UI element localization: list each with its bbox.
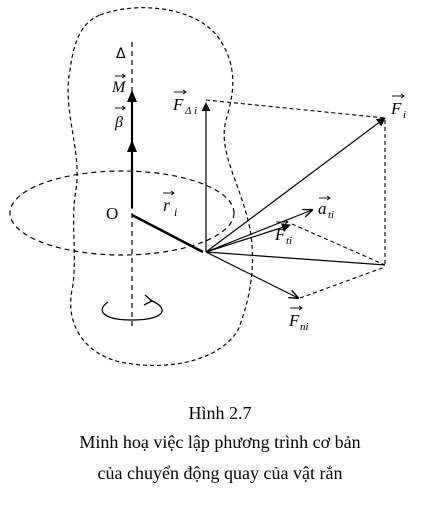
caption-line-1: Minh hoạ việc lập phương trình cơ bản xyxy=(79,432,361,452)
M-arrowhead-icon xyxy=(127,90,137,102)
M-label: M xyxy=(111,79,127,96)
F-normal-subscript: ni xyxy=(300,321,309,333)
rigid-body-rotation-diagram: Δ M β O r i F Δ i F i a ti F ti F ni xyxy=(9,7,406,367)
origin-label: O xyxy=(106,204,118,223)
a-tangential-vector xyxy=(205,210,312,253)
caption-line-2: của chuyển động quay của vật rắn xyxy=(97,463,343,483)
F-plane-projection xyxy=(205,251,386,266)
F-tangential-subscript: ti xyxy=(286,235,292,247)
beta-arrowhead-icon xyxy=(127,140,137,152)
F-tangential-vector xyxy=(205,223,291,253)
F-tangential-label: F xyxy=(274,225,286,244)
rotation-sense-icon xyxy=(101,299,163,321)
F-label: F xyxy=(390,99,402,118)
F-delta-label: F xyxy=(172,95,184,114)
figure-number: Hình 2.7 xyxy=(188,403,252,423)
F-normal-vector xyxy=(205,251,298,298)
dashed-top-edge xyxy=(205,99,386,119)
a-label: a xyxy=(318,199,327,218)
a-subscript: ti xyxy=(328,209,334,221)
beta-label: β xyxy=(114,114,123,131)
rigid-body-outline xyxy=(67,7,254,367)
rotation-circle xyxy=(9,170,235,256)
F-vector xyxy=(205,117,386,253)
dashed-tangential-edge xyxy=(291,223,386,266)
r-subscript: i xyxy=(174,205,177,219)
delta-label: Δ xyxy=(116,46,126,62)
F-delta-subscript: Δ i xyxy=(184,105,197,117)
dashed-normal-edge xyxy=(299,266,386,299)
radius-vector xyxy=(131,213,204,254)
F-normal-label: F xyxy=(288,311,300,330)
r-label: r xyxy=(163,195,171,215)
F-subscript: i xyxy=(403,109,406,121)
